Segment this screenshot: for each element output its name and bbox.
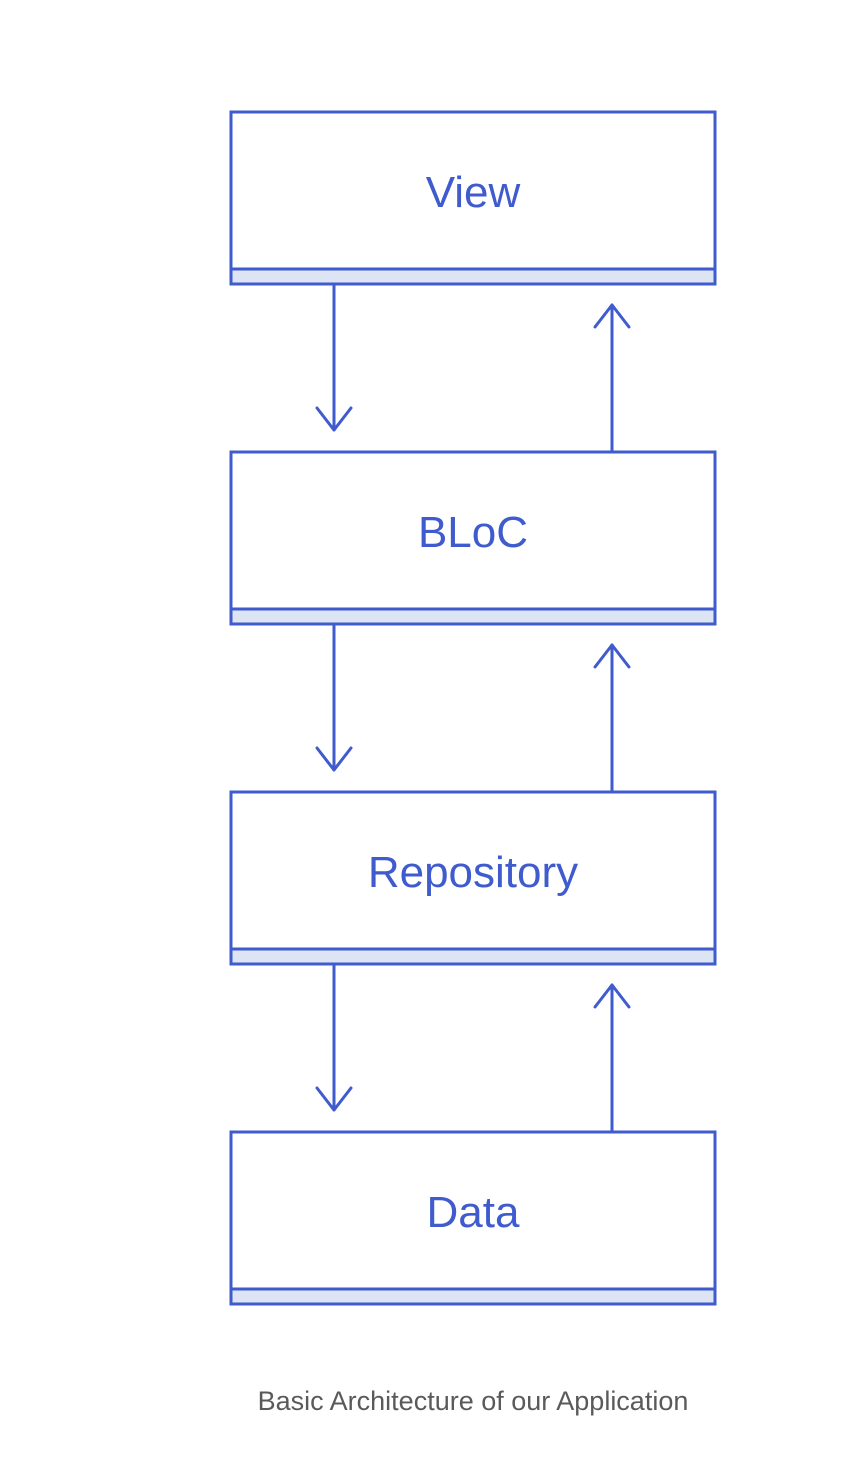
layer-label-view: View [426,168,521,217]
arrow-head [315,406,353,432]
layer-box-footer [229,947,717,966]
layer-box-frame [229,450,717,626]
layer-label-repository: Repository [368,848,578,897]
layer-box-frame [229,110,717,286]
layer-box-footer [229,607,717,626]
layer-box-view: View [229,110,717,286]
arrow-bloc-to-view [593,303,631,454]
arrow-head [593,643,631,669]
arrow-head [593,303,631,329]
layer-label-bloc: BLoC [418,508,528,557]
arrow-view-to-bloc [315,282,353,432]
layer-box-frame [229,790,717,966]
arrow-repository-to-bloc [593,643,631,794]
layer-box-frame [229,1130,717,1306]
arrow-head [315,746,353,772]
layer-label-data: Data [427,1188,520,1237]
arrow-head [593,983,631,1009]
layer-box-bloc: BLoC [229,450,717,626]
layer-box-footer [229,267,717,286]
layer-box-footer [229,1287,717,1306]
diagram-caption: Basic Architecture of our Application [257,1386,689,1416]
layer-box-repository: Repository [229,790,717,966]
arrow-repository-to-data [315,962,353,1112]
arrow-data-to-repository [593,983,631,1134]
layer-box-data: Data [229,1130,717,1306]
arrow-bloc-to-repository [315,622,353,772]
arrow-head [315,1086,353,1112]
